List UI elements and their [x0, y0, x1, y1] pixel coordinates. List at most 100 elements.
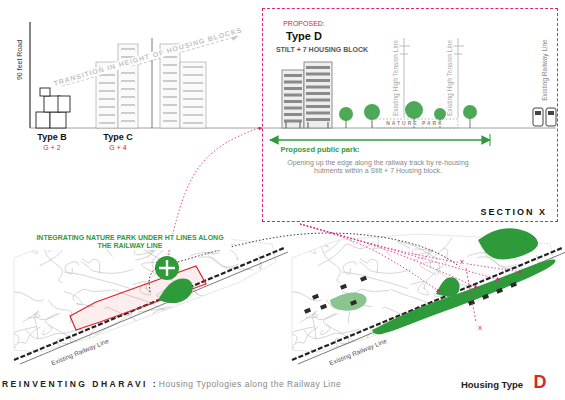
window-row [163, 72, 177, 74]
plus-sign [159, 260, 175, 276]
pink-arc [300, 224, 440, 292]
proposed-tag: PROPOSED: [282, 20, 326, 28]
map-street [291, 292, 321, 301]
map-street [551, 316, 565, 347]
housing-block [496, 288, 503, 294]
type-b-block [58, 96, 70, 112]
window-row [183, 98, 203, 100]
window-row [163, 88, 177, 90]
railway [298, 252, 565, 364]
train [546, 108, 556, 126]
window-row [163, 96, 177, 98]
sheet-letter: D [533, 372, 548, 393]
map-street [321, 313, 336, 335]
map-street [207, 253, 239, 268]
housing-block [482, 294, 489, 300]
map-street [234, 304, 273, 324]
window-row [121, 120, 135, 122]
railway-label: Existing Railway Line [541, 38, 548, 101]
map-street [342, 272, 408, 288]
floor-band [306, 105, 330, 108]
map-street [48, 300, 71, 324]
type-b-block [50, 112, 66, 128]
floor-band [306, 99, 330, 102]
map-street [466, 348, 499, 359]
ht-pylon-arm [398, 46, 410, 54]
window-row [121, 96, 135, 98]
map-street [339, 329, 373, 344]
train-window [548, 111, 554, 115]
window-row [99, 122, 115, 124]
type-label: Type D [285, 30, 323, 43]
tree [339, 107, 353, 121]
map-street [321, 246, 340, 283]
road-label: 90 feet Road [16, 39, 24, 81]
window-row [99, 98, 115, 100]
railway [20, 252, 288, 364]
map-street [64, 272, 130, 288]
window-row [99, 114, 115, 116]
map-street [188, 348, 221, 359]
floor-band [306, 112, 330, 115]
stilt [286, 122, 328, 128]
map-street [193, 288, 231, 297]
housing-block [510, 282, 517, 288]
floor-band [284, 94, 302, 97]
window-row [163, 80, 177, 82]
type-d-block [282, 70, 304, 128]
window-row [163, 64, 177, 66]
nature-park-strip [372, 259, 555, 334]
window-row [163, 112, 177, 114]
project-title: REINVENTING DHARAVI : [1, 380, 159, 390]
map-street [28, 313, 60, 319]
window-row [183, 90, 203, 92]
type-c-block [180, 62, 206, 128]
housing-block [468, 300, 475, 306]
railway [14, 248, 284, 360]
map-street [184, 331, 216, 363]
window-row [121, 80, 135, 82]
map-street [534, 325, 554, 340]
map-street [288, 244, 315, 255]
map [0, 226, 314, 377]
map-street [430, 237, 452, 269]
map-street [434, 248, 448, 270]
map-street [234, 279, 259, 300]
map-street [199, 257, 252, 270]
map-street [289, 231, 330, 239]
floor-band [284, 120, 302, 123]
pink-arc [300, 224, 478, 288]
ht-label: Existing High Tension Line [446, 39, 453, 117]
map-street [26, 329, 82, 339]
map-heading: INTEGRATING NATURE PARK UNDER HT LINES A… [29, 234, 231, 250]
floor-band [284, 87, 302, 90]
map-street [81, 262, 133, 274]
window-row [121, 72, 135, 74]
map-street [512, 304, 551, 324]
tree [405, 101, 423, 119]
window-row [183, 114, 203, 116]
transition-arrow [62, 36, 238, 86]
map-street [64, 292, 94, 307]
window-row [163, 120, 177, 122]
floor-band [306, 92, 330, 95]
nature-park-band [372, 119, 458, 128]
window-row [99, 82, 115, 84]
window-row [183, 74, 203, 76]
section-mark: x [477, 323, 483, 332]
map [269, 226, 565, 377]
map-street [303, 239, 328, 248]
dotted-arc [149, 268, 156, 292]
map-street [23, 311, 39, 339]
floor-band [284, 74, 302, 77]
tree [434, 108, 446, 120]
floor-band [284, 100, 302, 103]
arrow-label: TRANSITION IN HEIGHT OF HOUSING BLOCKS [52, 26, 244, 88]
section-mark: x [459, 257, 465, 266]
floor-band [306, 86, 330, 89]
map-street [43, 246, 62, 283]
railway [292, 248, 562, 360]
map-street [292, 327, 315, 343]
map-street [318, 242, 374, 266]
floor-band [306, 79, 330, 82]
